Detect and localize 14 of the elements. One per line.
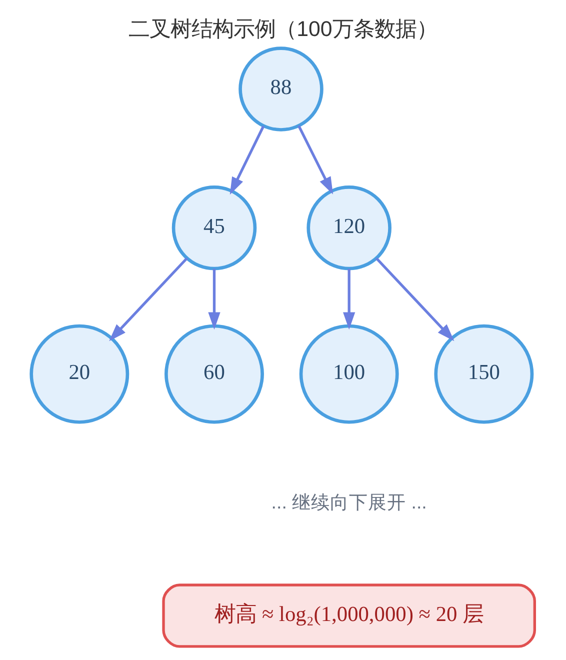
label: ... 继续向下展开 ... (271, 492, 427, 512)
arrow (343, 268, 356, 330)
node-circle: 88 (238, 46, 324, 132)
diagram-title: 二叉树结构示例（100万条数据） (128, 17, 438, 42)
arrow (230, 126, 265, 195)
node-circle: 100 (299, 324, 399, 424)
node-circle: 45 (172, 185, 257, 270)
arrow (109, 257, 188, 342)
node-circle: 120 (306, 185, 392, 270)
arrow (375, 257, 454, 342)
node-box: 树高 ≈ log₂(1,000,000) ≈ 20 层 (162, 584, 536, 648)
arrow (298, 125, 334, 194)
node-circle: 60 (164, 324, 264, 424)
arrow (208, 268, 220, 330)
